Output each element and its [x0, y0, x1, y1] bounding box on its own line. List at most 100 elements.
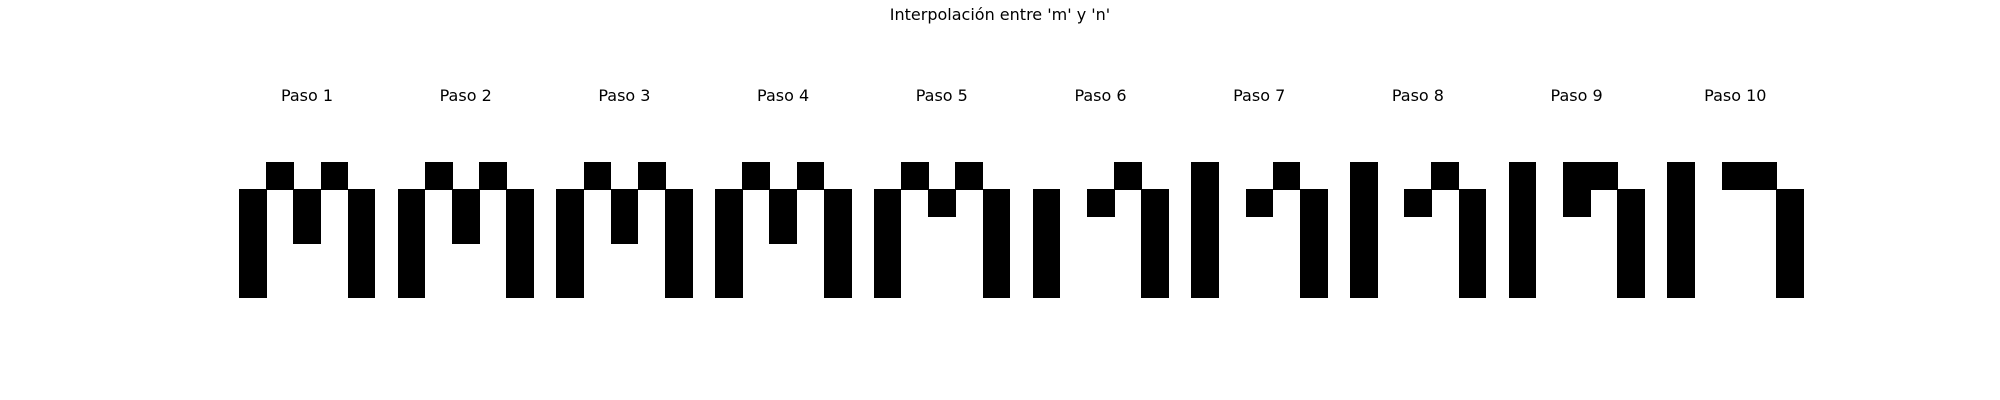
filled-pixel [715, 270, 743, 299]
filled-pixel [1617, 243, 1646, 272]
filled-pixel [873, 243, 902, 272]
step-title: Paso 6 [1074, 86, 1127, 105]
pixel-grid [715, 162, 852, 299]
step-panel-10: Paso 10 [1655, 0, 1815, 400]
step-panel-9: Paso 9 [1497, 0, 1657, 400]
filled-pixel [556, 243, 585, 272]
filled-pixel [1458, 216, 1487, 245]
filled-pixel [1191, 216, 1219, 245]
filled-pixel [1508, 270, 1537, 299]
filled-pixel [873, 189, 902, 217]
filled-pixel [556, 189, 585, 217]
step-title: Paso 1 [280, 86, 334, 105]
filled-pixel [665, 243, 693, 272]
filled-pixel [320, 162, 349, 190]
filled-pixel [1404, 189, 1432, 217]
filled-pixel [1191, 243, 1219, 272]
filled-pixel [1349, 243, 1378, 272]
pixel-grid [239, 162, 376, 299]
filled-pixel [1141, 216, 1169, 245]
filled-pixel [556, 270, 585, 299]
pixel-grid [556, 162, 693, 299]
filled-pixel [1141, 189, 1169, 217]
filled-pixel [424, 162, 453, 190]
filled-pixel [1508, 162, 1537, 190]
step-title: Paso 7 [1233, 86, 1286, 105]
pixel-grid [397, 162, 535, 299]
filled-pixel [1508, 189, 1537, 217]
filled-pixel [397, 216, 426, 245]
chart-title: Interpolación entre 'm' y 'n' [889, 5, 1111, 24]
filled-pixel [1032, 216, 1061, 245]
filled-pixel [1349, 270, 1378, 299]
filled-pixel [1032, 270, 1061, 299]
step-panel-7: Paso 7 [1179, 0, 1339, 400]
filled-pixel [1349, 216, 1378, 245]
filled-pixel [506, 189, 535, 217]
filled-pixel [1141, 270, 1169, 299]
filled-pixel [506, 216, 535, 245]
step-title: Paso 4 [757, 86, 810, 105]
filled-pixel [583, 162, 612, 190]
filled-pixel [452, 189, 480, 217]
step-panel-2: Paso 2 [386, 0, 546, 400]
filled-pixel [1299, 216, 1328, 245]
filled-pixel [610, 189, 639, 217]
filled-pixel [955, 162, 984, 190]
filled-pixel [1191, 270, 1219, 299]
filled-pixel [347, 216, 376, 245]
filled-pixel [1086, 189, 1115, 217]
filled-pixel [239, 270, 267, 299]
filled-pixel [1032, 243, 1061, 272]
filled-pixel [479, 162, 507, 190]
filled-pixel [1299, 270, 1328, 299]
step-title: Paso 3 [598, 86, 651, 105]
filled-pixel [742, 162, 770, 190]
filled-pixel [239, 189, 267, 217]
step-panel-1: Paso 1 [227, 0, 387, 400]
filled-pixel [1458, 189, 1487, 217]
pixel-grid [1191, 162, 1328, 299]
filled-pixel [1721, 162, 1750, 190]
filled-pixel [1272, 162, 1301, 190]
filled-pixel [665, 189, 693, 217]
step-title: Paso 10 [1704, 86, 1767, 105]
filled-pixel [1617, 189, 1646, 217]
filled-pixel [397, 243, 426, 272]
filled-pixel [1667, 243, 1695, 272]
filled-pixel [796, 162, 825, 190]
filled-pixel [823, 270, 852, 299]
filled-pixel [293, 189, 322, 217]
filled-pixel [556, 216, 585, 245]
pixel-grid [1667, 162, 1804, 299]
filled-pixel [769, 189, 798, 217]
filled-pixel [1562, 162, 1591, 190]
filled-pixel [823, 189, 852, 217]
filled-pixel [1191, 189, 1219, 217]
filled-pixel [347, 270, 376, 299]
filled-pixel [769, 216, 798, 245]
filled-pixel [715, 189, 743, 217]
filled-pixel [982, 216, 1011, 245]
filled-pixel [397, 270, 426, 299]
pixel-grid [1349, 162, 1487, 299]
filled-pixel [506, 270, 535, 299]
filled-pixel [1776, 243, 1804, 272]
filled-pixel [982, 243, 1011, 272]
filled-pixel [266, 162, 294, 190]
filled-pixel [1562, 189, 1591, 217]
filled-pixel [665, 270, 693, 299]
filled-pixel [239, 216, 267, 245]
filled-pixel [823, 216, 852, 245]
filled-pixel [1776, 189, 1804, 217]
filled-pixel [715, 243, 743, 272]
step-panel-4: Paso 4 [703, 0, 863, 400]
filled-pixel [1748, 162, 1777, 190]
filled-pixel [982, 189, 1011, 217]
filled-pixel [1431, 162, 1460, 190]
step-panel-6: Paso 6 [1021, 0, 1181, 400]
filled-pixel [1032, 189, 1061, 217]
filled-pixel [873, 216, 902, 245]
step-title: Paso 5 [915, 86, 968, 105]
